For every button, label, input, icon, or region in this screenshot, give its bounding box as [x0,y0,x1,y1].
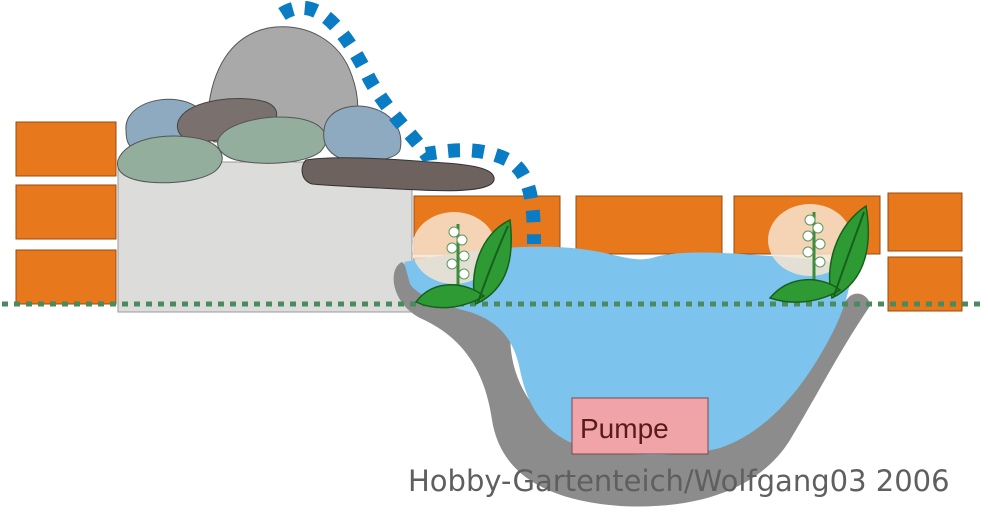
brick [887,192,963,252]
brick [15,184,117,240]
waterfall-flow-icon [278,0,541,245]
brick [15,121,117,177]
stone-green-mid [217,116,327,164]
left-brick-wall [15,121,117,305]
pump-box [571,397,709,455]
brick [575,195,723,255]
brick [15,249,117,305]
stone-slab [301,157,495,192]
pump-label: Pumpe [580,413,669,444]
pond-water [404,246,852,456]
pond-liner [393,262,870,507]
stone-cluster [117,26,495,192]
plant-right-icon [768,204,869,303]
credit-text: Hobby-Gartenteich/Wolfgang03 2006 [408,464,950,498]
pump: Pumpe [571,397,709,455]
plant-left-icon [412,212,513,309]
stone-green-left [117,135,223,184]
brick [887,256,963,312]
stone-blue-right [323,105,402,163]
